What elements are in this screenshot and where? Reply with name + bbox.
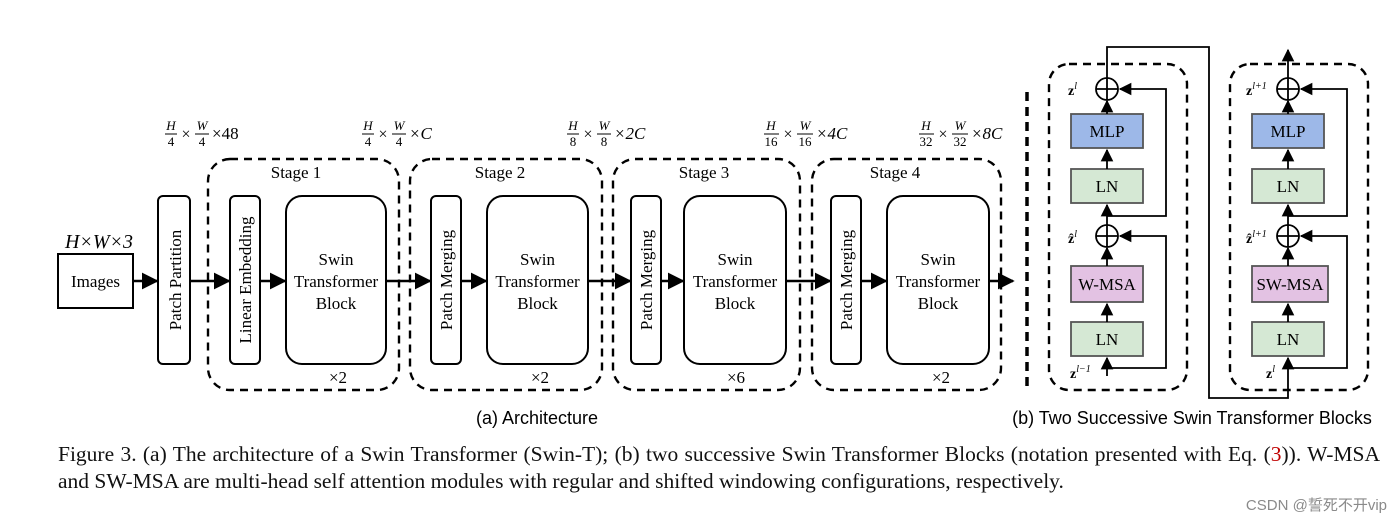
svg-text:H: H — [362, 118, 373, 133]
right-z-out: zl+1 — [1246, 81, 1267, 99]
stage-1-box — [206, 157, 401, 392]
svg-text:32: 32 — [920, 134, 933, 149]
svg-text:4: 4 — [396, 134, 403, 149]
swin-block-1-line3: Block — [316, 294, 357, 313]
linear-embedding-label: Linear Embedding — [236, 216, 255, 343]
swin-block-4-line3: Block — [918, 294, 959, 313]
swin-block-3-line1: Swin — [718, 250, 753, 269]
patch-merging-label-2: Patch Merging — [437, 229, 456, 330]
stage-2-repeat: ×2 — [531, 368, 549, 387]
svg-text:W: W — [955, 118, 967, 133]
right-swmsa — [1251, 265, 1329, 303]
inter-block-connector — [1106, 46, 1289, 399]
right-z-hat: ẑl+1 — [1246, 229, 1267, 247]
svg-text:×: × — [181, 126, 190, 143]
svg-text:×: × — [583, 126, 592, 143]
block-right — [1251, 48, 1348, 370]
swin-block-2-line3: Block — [517, 294, 558, 313]
svg-text:8: 8 — [570, 134, 577, 149]
svg-text:×4C: ×4C — [816, 124, 848, 143]
svg-text:H: H — [765, 118, 776, 133]
patch-partition-label: Patch Partition — [166, 229, 185, 330]
stage-3-repeat: ×6 — [727, 368, 745, 387]
caption-part-2: )). W-MSA and SW-MSA are multi-head self… — [58, 442, 1380, 493]
svg-text:W: W — [599, 118, 611, 133]
subcaption-blocks: (b) Two Successive Swin Transformer Bloc… — [1012, 408, 1372, 428]
right-ln-bottom-label: LN — [1277, 330, 1300, 349]
svg-text:W: W — [394, 118, 406, 133]
svg-text:16: 16 — [799, 134, 813, 149]
dims-after-stage-3: H 16 × W 16 ×4C — [764, 118, 848, 149]
svg-text:×8C: ×8C — [971, 124, 1003, 143]
svg-text:16: 16 — [765, 134, 779, 149]
stage-1-repeat: ×2 — [329, 368, 347, 387]
left-z-hat: ẑl — [1068, 229, 1077, 247]
swin-block-4-line1: Swin — [921, 250, 956, 269]
right-mlp-label: MLP — [1271, 122, 1306, 141]
left-ln-bottom-label: LN — [1096, 330, 1119, 349]
svg-text:4: 4 — [168, 134, 175, 149]
svg-text:×: × — [783, 126, 792, 143]
stage-3-label: Stage 3 — [679, 163, 730, 182]
images-label: Images — [71, 272, 120, 291]
block-left-container — [1047, 62, 1189, 392]
stage-1-label: Stage 1 — [271, 163, 322, 182]
input-dims-label: H×W×3 — [64, 231, 133, 253]
left-mlp-label: MLP — [1090, 122, 1125, 141]
svg-text:4: 4 — [365, 134, 372, 149]
caption-equation-ref[interactable]: 3 — [1270, 442, 1282, 466]
svg-text:×48: ×48 — [212, 124, 239, 143]
swin-block-3-line3: Block — [715, 294, 756, 313]
svg-text:4: 4 — [199, 134, 206, 149]
svg-text:H: H — [165, 118, 176, 133]
left-wmsa-label: W-MSA — [1078, 275, 1136, 294]
left-mlp — [1070, 113, 1144, 149]
swin-block-1-line2: Transformer — [294, 272, 379, 291]
svg-text:W: W — [800, 118, 812, 133]
swin-block-2-line2: Transformer — [495, 272, 580, 291]
right-ln-bottom — [1251, 321, 1325, 357]
right-ln-top-label: LN — [1277, 177, 1300, 196]
dims-after-partition: H 4 × W 4 ×48 — [165, 118, 239, 149]
svg-text:×C: ×C — [409, 124, 432, 143]
dims-after-stage-4: H 32 × W 32 ×8C — [919, 118, 1003, 149]
right-swmsa-label: SW-MSA — [1256, 275, 1324, 294]
left-wmsa — [1070, 265, 1144, 303]
patch-merging-label-3: Patch Merging — [637, 229, 656, 330]
architecture-diagram: H×W×3 Images Patch Partition Stage 1 Sta… — [57, 118, 1015, 428]
dims-after-stage-2: H 8 × W 8 ×2C — [567, 118, 646, 149]
left-ln-top-label: LN — [1096, 177, 1119, 196]
subcaption-architecture: (a) Architecture — [476, 408, 598, 428]
svg-text:8: 8 — [601, 134, 608, 149]
swin-block-3-line2: Transformer — [693, 272, 778, 291]
stage-4-label: Stage 4 — [870, 163, 921, 182]
svg-text:W: W — [197, 118, 209, 133]
right-z-in: zl — [1266, 364, 1275, 382]
swin-block-2-line1: Swin — [520, 250, 555, 269]
patch-merging-label-4: Patch Merging — [837, 229, 856, 330]
figure-caption: Figure 3. (a) The architecture of a Swin… — [58, 441, 1380, 495]
swin-block-4-line2: Transformer — [896, 272, 981, 291]
stage-2-label: Stage 2 — [475, 163, 526, 182]
stage-3-box — [611, 157, 802, 392]
watermark: CSDN @誓死不开vip — [1245, 497, 1387, 514]
svg-text:H: H — [567, 118, 578, 133]
swin-block-1-line1: Swin — [319, 250, 354, 269]
svg-text:×: × — [938, 126, 947, 143]
dims-after-stage-1: H 4 × W 4 ×C — [362, 118, 432, 149]
stage-4-repeat: ×2 — [932, 368, 950, 387]
stage-2-box — [408, 157, 604, 392]
svg-text:H: H — [920, 118, 931, 133]
svg-text:×2C: ×2C — [614, 124, 646, 143]
left-z-in: zl−1 — [1070, 364, 1091, 382]
block-left — [1070, 77, 1167, 376]
svg-text:32: 32 — [954, 134, 967, 149]
right-ln-top — [1251, 168, 1325, 204]
successive-blocks-diagram: MLP LN W-MSA LN zl ẑl zl−1 — [1012, 46, 1372, 428]
caption-part-1: Figure 3. (a) The architecture of a Swin… — [58, 442, 1271, 466]
block-right-container — [1228, 62, 1370, 392]
left-z-out: zl — [1068, 81, 1077, 99]
svg-text:×: × — [378, 126, 387, 143]
